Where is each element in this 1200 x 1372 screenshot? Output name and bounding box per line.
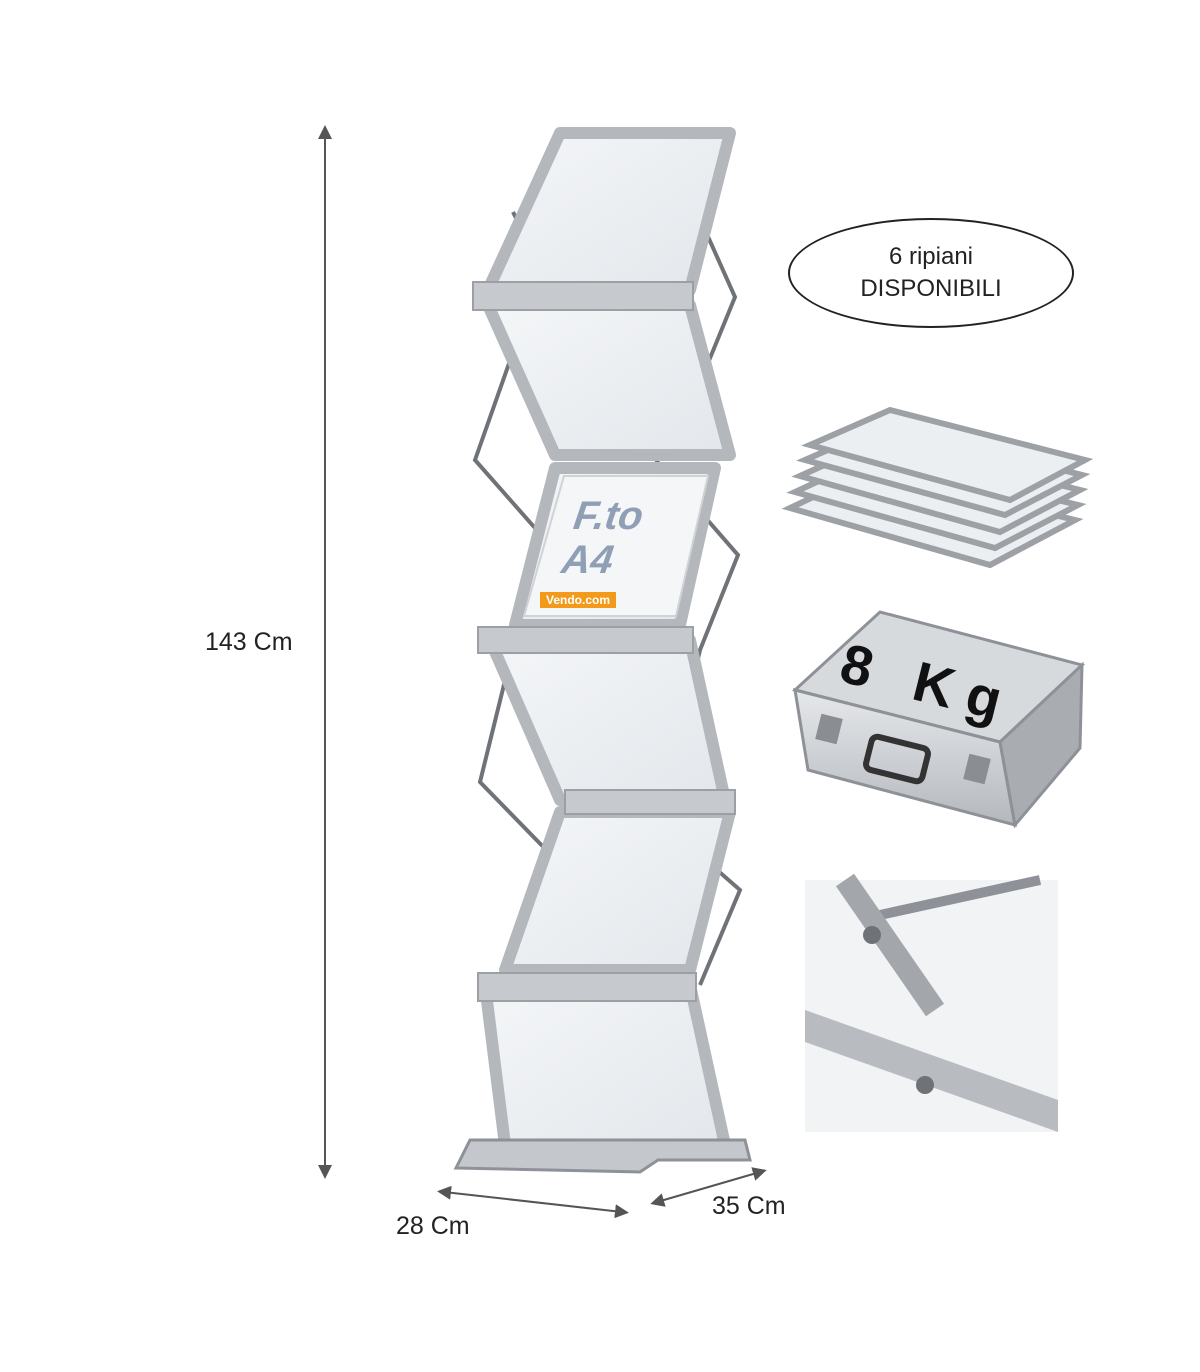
- width-arrow: [437, 1185, 629, 1219]
- shelves-badge: 6 ripiani DISPONIBILI: [788, 218, 1074, 328]
- depth-arrow: [650, 1167, 767, 1207]
- poster-text-line-1: F.to: [570, 494, 647, 538]
- vendo-logo: Vendo.com: [540, 592, 617, 608]
- depth-label: 35 Cm: [712, 1192, 786, 1220]
- folded-panels: [781, 406, 1094, 569]
- badge-line-1: 6 ripiani: [888, 243, 974, 270]
- badge-line-2: DISPONIBILI: [860, 275, 1002, 302]
- brochure-stand: [453, 127, 752, 1174]
- poster-text-line-2: A4: [558, 538, 617, 582]
- width-label: 28 Cm: [396, 1212, 470, 1240]
- stand-base: [453, 1138, 752, 1174]
- case-handle-icon: [863, 733, 931, 785]
- a4-poster: [522, 475, 710, 617]
- carry-case: [791, 610, 1086, 829]
- hinge-closeup: [805, 873, 1058, 1132]
- height-label: 143 Cm: [205, 628, 293, 656]
